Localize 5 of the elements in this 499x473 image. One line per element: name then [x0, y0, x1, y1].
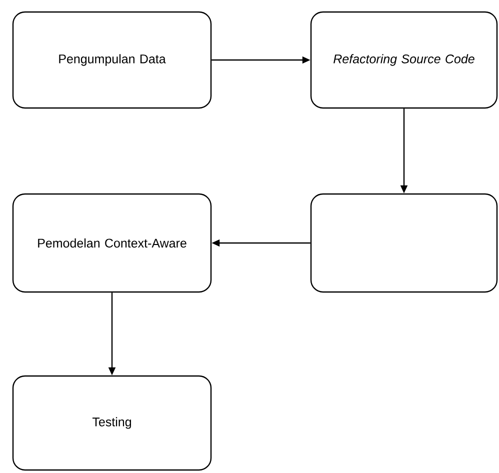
process-box: Pemodelan Context-Aware: [12, 193, 212, 293]
process-box: [310, 193, 498, 293]
process-box: Refactoring Source Code: [310, 11, 498, 109]
process-box: Testing: [12, 375, 212, 471]
process-box: Pengumpulan Data: [12, 11, 212, 109]
